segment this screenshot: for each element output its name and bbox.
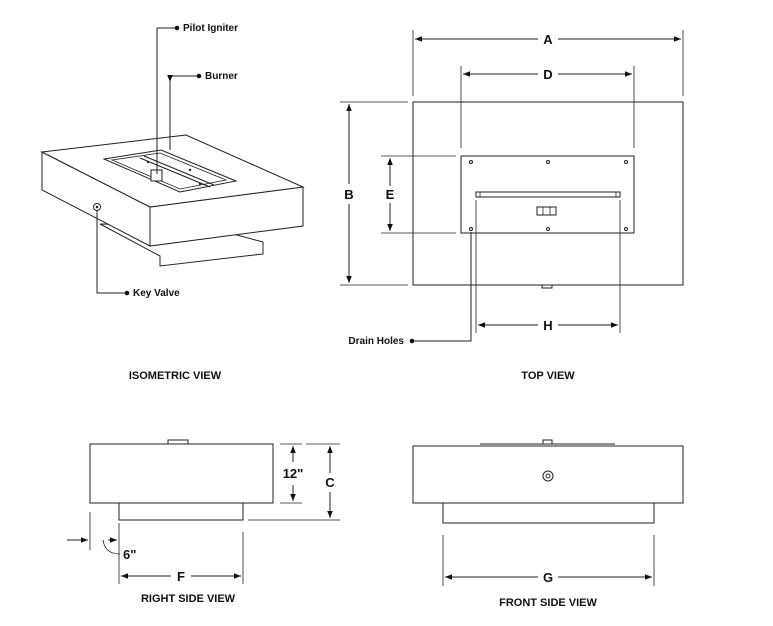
dim-f-label: F — [177, 569, 185, 584]
dim-d-label: D — [543, 67, 552, 82]
dim-c-label: C — [325, 475, 335, 490]
top-igniter — [536, 206, 557, 216]
top-view-title: TOP VIEW — [521, 370, 575, 382]
dim-height-label: 12" — [283, 466, 304, 481]
dim-a-label: A — [543, 32, 553, 47]
front-side-view-title: FRONT SIDE VIEW — [499, 597, 597, 609]
top-view: A D B E H Drain Holes TOP VIEW — [340, 30, 684, 382]
isometric-view: Pilot Igniter Burner Key Valve ISOMETRIC… — [40, 23, 305, 382]
right-side-view: 12" C 6" F RIGHT SIDE VIEW — [67, 439, 340, 605]
dim-b-label: B — [344, 187, 353, 202]
drain-holes-label: Drain Holes — [348, 336, 404, 347]
top-burner-bar — [475, 191, 621, 198]
dim-e-label: E — [386, 187, 395, 202]
front-side-view: G FRONT SIDE VIEW — [412, 439, 684, 609]
dim-g-label: G — [543, 570, 553, 585]
dim-h-label: H — [543, 318, 552, 333]
key-valve-label: Key Valve — [133, 288, 180, 299]
pilot-igniter-label: Pilot Igniter — [183, 23, 238, 34]
right-side-base — [118, 502, 244, 521]
front-side-base — [442, 502, 655, 524]
burner-label: Burner — [205, 71, 238, 82]
drain-hole-icon — [469, 227, 473, 231]
dim-offset-label: 6" — [123, 547, 136, 562]
isometric-view-title: ISOMETRIC VIEW — [129, 370, 222, 382]
right-side-view-title: RIGHT SIDE VIEW — [141, 593, 236, 605]
right-side-body — [89, 443, 274, 504]
